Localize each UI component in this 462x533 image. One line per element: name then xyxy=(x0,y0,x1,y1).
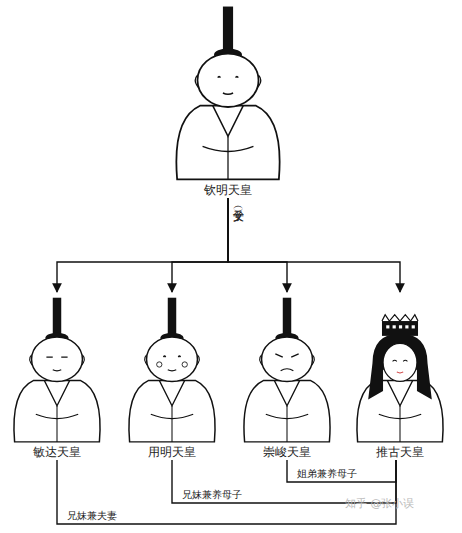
emperor-name: 钦明天皇 xyxy=(163,182,293,198)
relation-label: 兄妹兼夫妻 xyxy=(67,510,117,522)
relation-connector xyxy=(172,460,396,503)
emperor-figure xyxy=(119,292,225,444)
emperor-node: 推古天皇 xyxy=(347,292,453,460)
watermark: 知乎 @张小误 xyxy=(345,498,415,510)
emperor-name: 敏达天皇 xyxy=(4,444,110,460)
emperor-node: 用明天皇 xyxy=(119,292,225,460)
relation-connector xyxy=(287,460,396,482)
emperor-name: 用明天皇 xyxy=(119,444,225,460)
emperor-figure xyxy=(163,4,293,182)
relation-connector xyxy=(172,198,228,292)
relation-connector xyxy=(57,460,396,524)
emperor-name: 推古天皇 xyxy=(347,444,453,460)
emperor-figure xyxy=(347,292,453,444)
emperor-figure xyxy=(4,292,110,444)
relation-connector xyxy=(57,198,228,292)
emperor-figure xyxy=(234,292,340,444)
emperor-node: 敏达天皇 xyxy=(4,292,110,460)
emperor-node: 钦明天皇 xyxy=(163,4,293,198)
emperor-node: 崇峻天皇 xyxy=(234,292,340,460)
relation-connector xyxy=(228,198,287,292)
relation-connector xyxy=(228,198,400,292)
emperor-name: 崇峻天皇 xyxy=(234,444,340,460)
relation-label: 兄妹兼养母子 xyxy=(182,489,242,501)
relation-label: 姐弟兼养母子 xyxy=(297,468,357,480)
